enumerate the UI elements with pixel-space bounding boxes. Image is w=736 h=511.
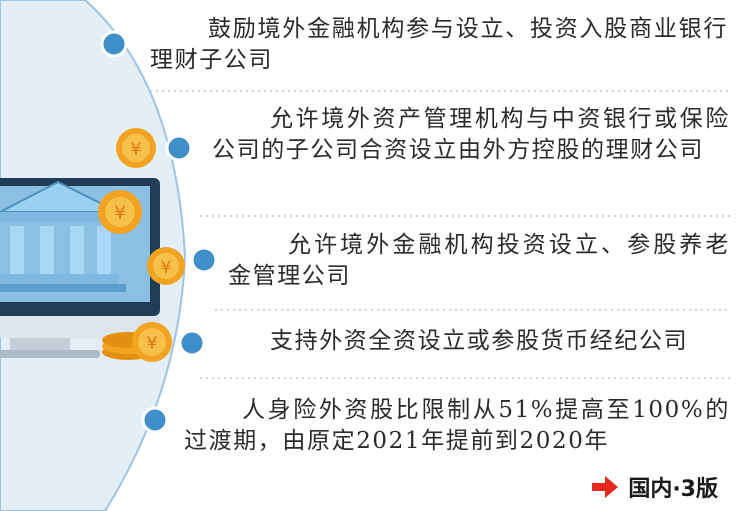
- svg-text:¥: ¥: [114, 202, 126, 224]
- yuan-coin-icon: ¥: [98, 190, 142, 234]
- page-reference: 国内·3版: [592, 470, 718, 504]
- svg-text:¥: ¥: [146, 333, 157, 354]
- bullet-dots: [100, 30, 218, 434]
- policy-item-4: 支持外资全资设立或参股货币经纪公司: [230, 326, 730, 357]
- bank-building-icon: [0, 180, 126, 292]
- yuan-coin-icon: ¥: [147, 247, 185, 285]
- policy-text: 允许境外资产管理机构与中资银行或保险公司的子公司合资设立由外方控股的理财公司: [212, 106, 730, 163]
- policy-text: 鼓励境外金融机构参与设立、投资入股商业银行理财子公司: [150, 16, 728, 73]
- svg-text:¥: ¥: [161, 258, 172, 278]
- policy-item-1: 鼓励境外金融机构参与设立、投资入股商业银行理财子公司: [150, 14, 728, 76]
- divider-lines: [150, 90, 730, 379]
- policy-text: 支持外资全资设立或参股货币经纪公司: [270, 328, 689, 354]
- bullet-dot: [165, 134, 193, 162]
- bullet-dot: [190, 246, 218, 274]
- right-arrow-icon: [592, 476, 619, 498]
- yuan-coin-icon: ¥: [116, 128, 156, 168]
- svg-text:¥: ¥: [130, 139, 141, 160]
- bullet-dot: [141, 406, 169, 434]
- bullet-dot: [100, 30, 128, 58]
- yuan-coin-stack-icon: ¥: [102, 322, 172, 362]
- page-reference-label: 国内·3版: [628, 477, 718, 502]
- policy-item-5: 人身险外资股比限制从51%提高至100%的过渡期，由原定2021年提前到2020…: [184, 395, 730, 457]
- policy-text: 人身险外资股比限制从51%提高至100%的过渡期，由原定2021年提前到2020…: [184, 397, 730, 454]
- bullet-dot: [178, 329, 206, 357]
- policy-item-3: 允许境外金融机构投资设立、参股养老金管理公司: [228, 230, 730, 292]
- policy-item-2: 允许境外资产管理机构与中资银行或保险公司的子公司合资设立由外方控股的理财公司: [212, 104, 730, 166]
- policy-text: 允许境外金融机构投资设立、参股养老金管理公司: [228, 232, 730, 289]
